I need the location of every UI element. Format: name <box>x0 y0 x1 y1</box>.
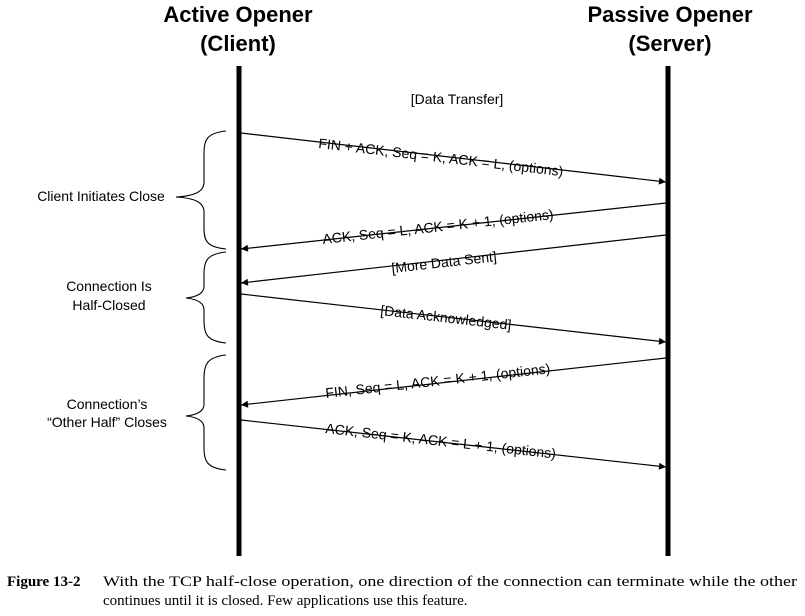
brace-client-initiates-close <box>175 130 227 250</box>
message-arrow-2 <box>240 202 667 252</box>
caption-line2: continues until it is closed. Few applic… <box>103 593 468 609</box>
message-label-3: [More Data Sent] <box>391 248 498 276</box>
message-arrow-1 <box>240 132 667 185</box>
message-arrow-5 <box>240 357 667 408</box>
phase-label-3-line2: “Other Half” Closes <box>47 414 167 430</box>
message-label-1: FIN + ACK, Seq = K, ACK = L, (options) <box>318 135 565 179</box>
message-arrow-4 <box>240 293 667 345</box>
message-arrow-3 <box>240 234 667 286</box>
caption-line1: With the TCP half-close operation, one d… <box>103 574 797 590</box>
phase-label-3-line1: Connection’s <box>67 396 148 412</box>
phase-label-1: Client Initiates Close <box>37 188 165 204</box>
message-label-4: [Data Acknowledged] <box>380 302 512 333</box>
message-label-6: ACK, Seq = K, ACK = L + 1, (options) <box>325 420 557 461</box>
message-label-5: FIN, Seq = L, ACK = K + 1, (options) <box>325 360 551 401</box>
brace-half-closed <box>185 251 227 344</box>
brace-other-half-closes <box>185 354 227 471</box>
message-label-2: ACK, Seq = L, ACK = K + 1, (options) <box>322 206 555 247</box>
phase-label-2-line1: Connection Is <box>66 278 152 294</box>
phase-label-2-line2: Half-Closed <box>72 297 145 313</box>
server-header-line2: (Server) <box>628 31 711 56</box>
client-header-line2: (Client) <box>200 31 276 56</box>
caption-figure-number: Figure 13-2 <box>7 574 80 590</box>
server-header-line1: Passive Opener <box>587 2 753 27</box>
data-transfer-note: [Data Transfer] <box>411 91 504 107</box>
client-header-line1: Active Opener <box>163 2 313 27</box>
message-arrow-6 <box>240 419 667 470</box>
